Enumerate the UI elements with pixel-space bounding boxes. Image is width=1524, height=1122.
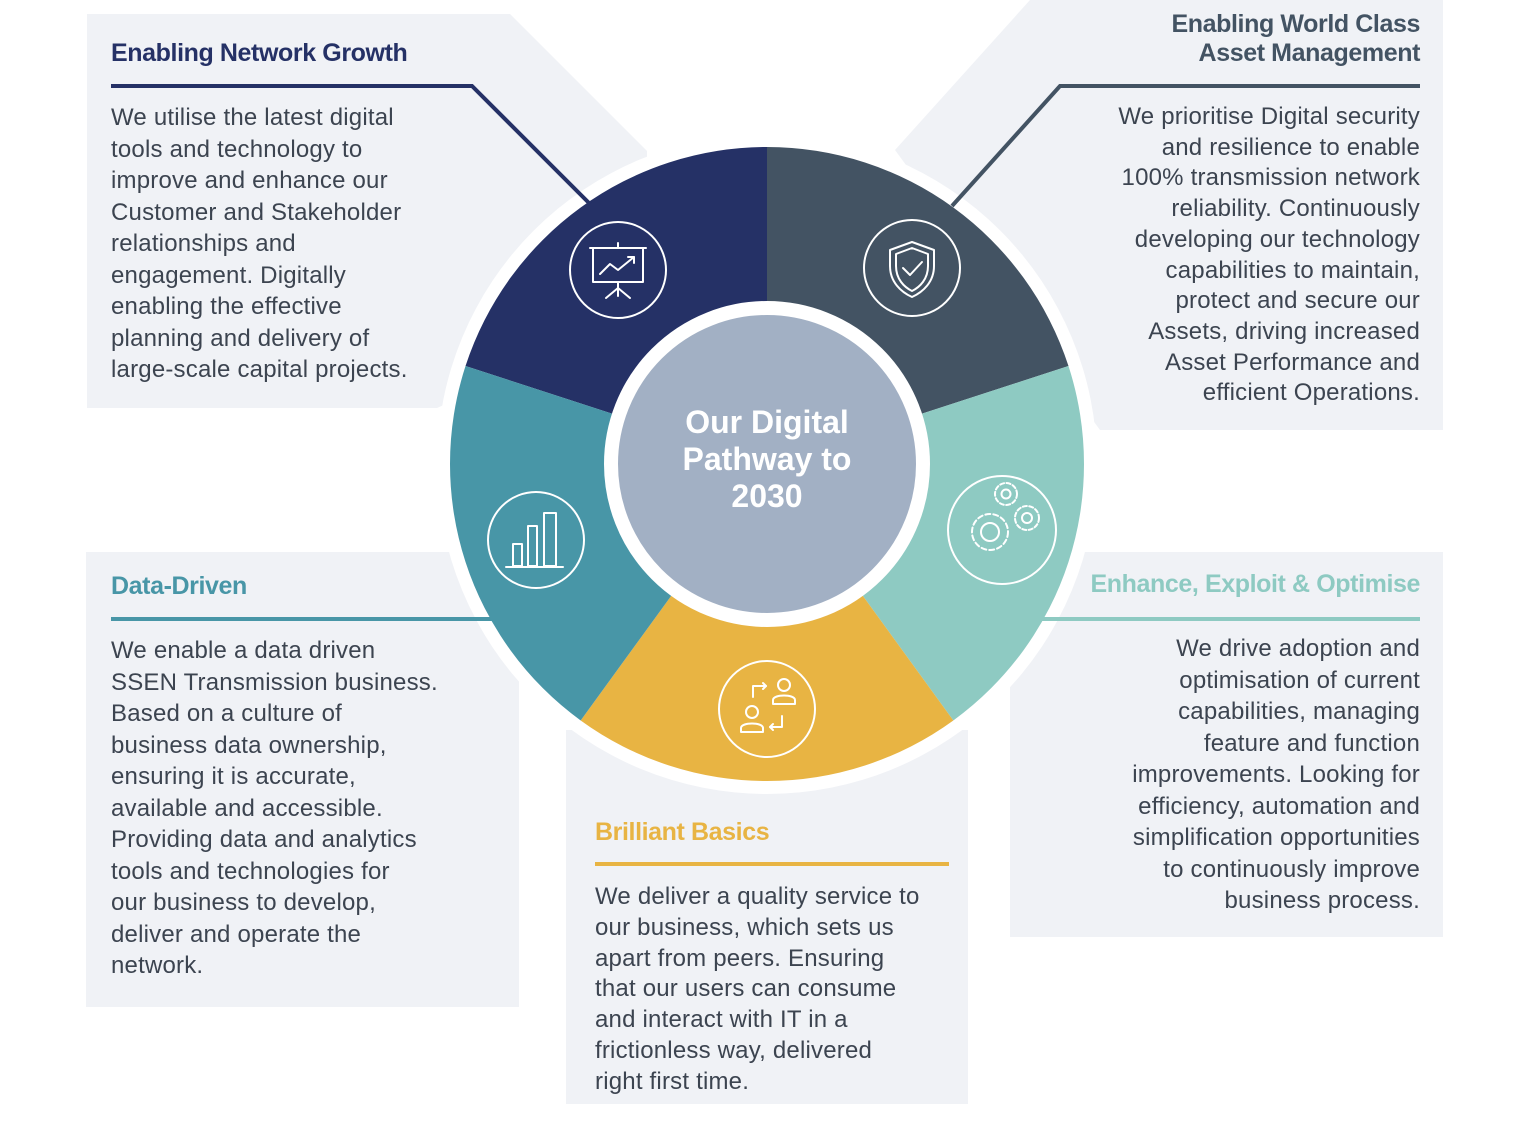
body-line: our business, which sets us (595, 913, 894, 941)
hub-title-line-3: 2030 (731, 478, 803, 514)
body-line: feature and function (1203, 729, 1420, 757)
body-line: tools and technology to (111, 135, 363, 163)
segment-network-growth (465, 147, 767, 421)
body-line: and resilience to enable (1161, 133, 1420, 161)
hub-title: Our Digital Pathway to 2030 (612, 404, 922, 515)
asset-management-body: We prioritise Digital security and resil… (1070, 102, 1420, 409)
optimise-body: We drive adoption and optimisation of cu… (1030, 633, 1420, 917)
body-line: We drive adoption and (1176, 635, 1420, 662)
body-line: relationships and (111, 230, 296, 257)
body-line: business process. (1224, 887, 1420, 914)
body-line: ensuring it is accurate, (111, 763, 356, 790)
asset-management-title-line-1: Enabling World Class (1171, 10, 1420, 38)
body-line: efficient Operations. (1202, 379, 1420, 407)
body-line: our business to develop, (111, 889, 376, 916)
data-driven-title: Data-Driven (111, 572, 247, 600)
brilliant-basics-title: Brilliant Basics (595, 818, 770, 846)
body-line: deliver and operate the (111, 920, 362, 948)
body-line: reliability. Continuously (1171, 195, 1420, 223)
body-line: improve and enhance our (111, 167, 388, 194)
presentation-chart-icon (569, 221, 667, 319)
segment-asset-management (767, 147, 1069, 421)
hub-circle (604, 301, 930, 627)
body-line: simplification opportunities (1132, 824, 1420, 851)
body-line: to continuously improve (1163, 855, 1420, 883)
panel-data-driven (86, 552, 519, 1007)
data-driven-rule (111, 617, 496, 621)
body-line: Assets, driving increased (1148, 317, 1420, 345)
body-line: apart from peers. Ensuring (595, 944, 885, 972)
body-line: capabilities to maintain, (1165, 256, 1420, 284)
body-line: network. (111, 952, 204, 979)
segment-brilliant-basics (580, 577, 954, 782)
body-line: Customer and Stakeholder (111, 198, 402, 226)
bar-chart-icon (487, 491, 585, 589)
body-line: We enable a data driven (111, 637, 376, 664)
body-line: efficiency, automation and (1138, 792, 1420, 820)
body-line: planning and delivery of (111, 324, 370, 352)
connector-network-growth (111, 84, 592, 206)
body-line: Asset Performance and (1165, 348, 1420, 376)
shield-check-icon (863, 219, 961, 317)
connector-asset-management (950, 84, 1420, 208)
panel-optimise (1010, 552, 1443, 937)
data-driven-body: We enable a data driven SSEN Transmissio… (111, 635, 511, 982)
body-line: We prioritise Digital security (1118, 103, 1420, 130)
brilliant-basics-body: We deliver a quality service to our busi… (595, 882, 960, 1098)
network-growth-body: We utilise the latest digital tools and … (111, 102, 451, 386)
body-line: SSEN Transmission business. (111, 668, 438, 696)
gears-icon (947, 475, 1057, 585)
body-line: and interact with IT in a (595, 1006, 848, 1034)
body-line: business data ownership, (111, 731, 387, 759)
network-growth-title: Enabling Network Growth (111, 39, 408, 67)
brilliant-basics-rule (595, 862, 949, 866)
body-line: optimisation of current (1179, 666, 1420, 694)
optimise-rule (1040, 617, 1420, 621)
asset-management-title-line-2: Asset Management (1198, 39, 1421, 67)
body-line: We utilise the latest digital (111, 104, 394, 131)
body-line: Providing data and analytics (111, 826, 417, 853)
body-line: available and accessible. (111, 794, 383, 822)
hub-title-line-1: Our Digital (685, 404, 849, 440)
body-line: enabling the effective (111, 293, 342, 320)
body-line: that our users can consume (595, 975, 897, 1003)
body-line: frictionless way, delivered (595, 1036, 873, 1064)
body-line: right first time. (595, 1067, 750, 1095)
asset-management-title: Enabling World Class Asset Management (1070, 10, 1420, 68)
body-line: Based on a culture of (111, 700, 343, 727)
body-line: We deliver a quality service to (595, 883, 920, 910)
hub-title-line-2: Pathway to (682, 441, 852, 477)
body-line: developing our technology (1134, 225, 1420, 253)
users-exchange-icon (718, 660, 816, 758)
body-line: tools and technologies for (111, 857, 390, 885)
body-line: 100% transmission network (1121, 164, 1420, 192)
body-line: protect and secure our (1175, 287, 1420, 315)
body-line: engagement. Digitally (111, 261, 347, 289)
body-line: improvements. Looking for (1132, 761, 1420, 788)
body-line: capabilities, managing (1178, 698, 1420, 725)
optimise-title: Enhance, Exploit & Optimise (1090, 570, 1420, 598)
body-line: large-scale capital projects. (111, 356, 408, 383)
